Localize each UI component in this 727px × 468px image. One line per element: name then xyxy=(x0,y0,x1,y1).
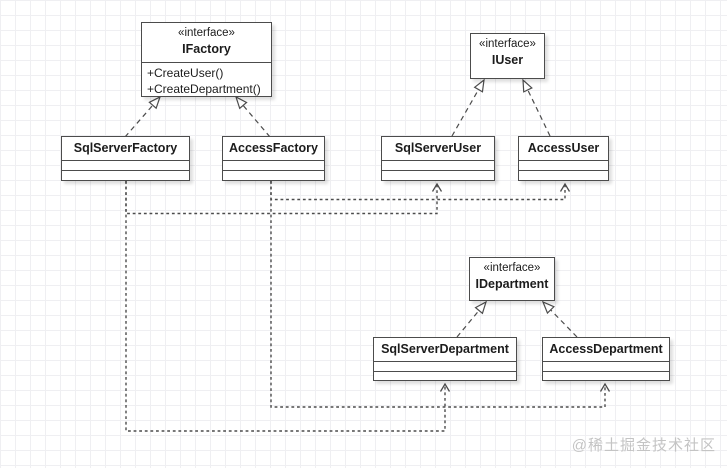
sqlserverfactory-name: SqlServerFactory xyxy=(62,137,189,161)
idepartment-name: IDepartment xyxy=(475,277,549,291)
attributes-compartment xyxy=(62,161,189,171)
method-createdepartment: +CreateDepartment() xyxy=(147,82,261,96)
iuser-title: «interface» IUser xyxy=(471,34,544,69)
dependency-accessfactory-accessuser xyxy=(270,181,571,201)
class-box-sqlserverdepartment: SqlServerDepartment xyxy=(373,337,517,381)
ifactory-title: «interface» IFactory xyxy=(142,23,271,62)
methods-compartment xyxy=(519,171,608,180)
ifactory-methods-compartment: +CreateUser() +CreateDepartment() xyxy=(142,62,271,98)
attributes-compartment xyxy=(374,362,516,372)
accessuser-name: AccessUser xyxy=(519,137,608,161)
idepartment-stereotype: «interface» xyxy=(483,262,541,274)
methods-compartment xyxy=(543,372,669,381)
realization-accessuser-iuser xyxy=(523,80,551,137)
realization-accessfactory-ifactory xyxy=(236,97,271,138)
class-box-sqlserverfactory: SqlServerFactory xyxy=(61,136,190,181)
ifactory-name: IFactory xyxy=(182,42,231,56)
accessdepartment-name: AccessDepartment xyxy=(543,338,669,362)
class-box-ifactory: «interface» IFactory +CreateUser() +Crea… xyxy=(141,22,272,97)
class-box-accessuser: AccessUser xyxy=(518,136,609,181)
methods-compartment xyxy=(223,171,324,180)
attributes-compartment xyxy=(382,161,494,171)
juejin-watermark: @稀土掘金技术社区 xyxy=(571,437,716,454)
sqlserverdepartment-name: SqlServerDepartment xyxy=(374,338,516,362)
dependency-sqlserverfactory-sqlserverdepartment xyxy=(125,181,451,432)
methods-compartment xyxy=(374,372,516,381)
iuser-stereotype: «interface» xyxy=(479,38,536,50)
attributes-compartment xyxy=(519,161,608,171)
realization-accessdepartment-idepartment xyxy=(543,302,578,338)
attributes-compartment xyxy=(543,362,669,372)
class-box-accessdepartment: AccessDepartment xyxy=(542,337,670,381)
dependency-sqlserverfactory-sqlserveruser xyxy=(125,181,443,215)
dependency-accessfactory-accessdepartment xyxy=(270,181,611,408)
ifactory-stereotype: «interface» xyxy=(178,27,235,39)
sqlserveruser-name: SqlServerUser xyxy=(382,137,494,161)
class-box-idepartment: «interface» IDepartment xyxy=(469,257,555,301)
class-box-iuser: «interface» IUser xyxy=(470,33,545,79)
accessfactory-name: AccessFactory xyxy=(223,137,324,161)
realization-sqlserveruser-iuser xyxy=(451,80,484,137)
idepartment-title: «interface» IDepartment xyxy=(470,258,554,293)
realization-sqlserverdepartment-idepartment xyxy=(456,302,486,338)
attributes-compartment xyxy=(223,161,324,171)
method-createuser: +CreateUser() xyxy=(147,66,224,80)
methods-compartment xyxy=(382,171,494,180)
class-box-sqlserveruser: SqlServerUser xyxy=(381,136,495,181)
realization-sqlserverfactory-ifactory xyxy=(124,97,160,138)
iuser-name: IUser xyxy=(491,53,524,67)
class-box-accessfactory: AccessFactory xyxy=(222,136,325,181)
methods-compartment xyxy=(62,171,189,180)
